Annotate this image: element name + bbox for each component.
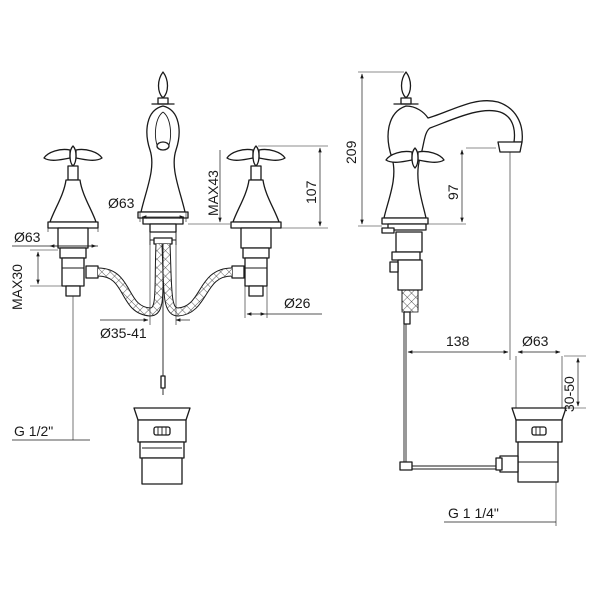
waste-front xyxy=(133,407,191,485)
dim-max43-label: MAX43 xyxy=(205,170,221,216)
dim-30-50: 30-50 xyxy=(561,355,586,412)
dim-209: 209 xyxy=(343,71,404,227)
dim-138: 138 xyxy=(407,152,511,360)
dim-thread-side: G 1 1/4" xyxy=(444,482,557,526)
waste-side xyxy=(495,407,567,483)
dim-spout-dia: Ø63 xyxy=(108,195,187,222)
right-handle xyxy=(226,145,286,297)
dim-thread-side-label: G 1 1/4" xyxy=(448,505,499,521)
front-view: Ø63 Ø63 MAX43 107 MAX30 xyxy=(9,71,328,485)
dim-30-50-label: 30-50 xyxy=(561,376,577,412)
dim-107: 107 xyxy=(258,145,328,229)
dim-26-label: Ø26 xyxy=(284,295,311,311)
dim-max30-label: MAX30 xyxy=(9,264,25,310)
dim-209-label: 209 xyxy=(343,140,359,164)
dim-hole: Ø35-41 xyxy=(100,245,190,341)
dim-97: 97 xyxy=(428,147,496,225)
dim-left-handle-dia: Ø63 xyxy=(12,222,99,248)
dim-thread-front-label: G 1/2" xyxy=(14,423,53,439)
spout-front xyxy=(137,71,189,245)
dim-max30: MAX30 xyxy=(9,249,62,310)
side-handle xyxy=(385,147,445,169)
dim-waste-dia: Ø63 xyxy=(515,333,563,408)
left-connector xyxy=(85,265,99,279)
dim-thread-front: G 1/2" xyxy=(12,296,90,441)
right-connector xyxy=(231,265,245,279)
braided-hoses xyxy=(97,243,233,317)
dim-waste-dia-label: Ø63 xyxy=(522,333,549,349)
dim-138-label: 138 xyxy=(446,333,470,349)
dim-97-label: 97 xyxy=(445,184,461,200)
dim-left-handle-dia-label: Ø63 xyxy=(14,229,41,245)
dim-spout-dia-label: Ø63 xyxy=(108,195,135,211)
side-view: 209 97 138 Ø63 30-50 xyxy=(343,71,586,526)
popup-lever xyxy=(381,227,423,325)
dim-max43: MAX43 xyxy=(188,150,230,225)
dim-107-label: 107 xyxy=(303,180,319,204)
dim-hole-label: Ø35-41 xyxy=(100,325,147,341)
spout-side xyxy=(381,71,523,231)
dim-26: Ø26 xyxy=(244,286,322,318)
